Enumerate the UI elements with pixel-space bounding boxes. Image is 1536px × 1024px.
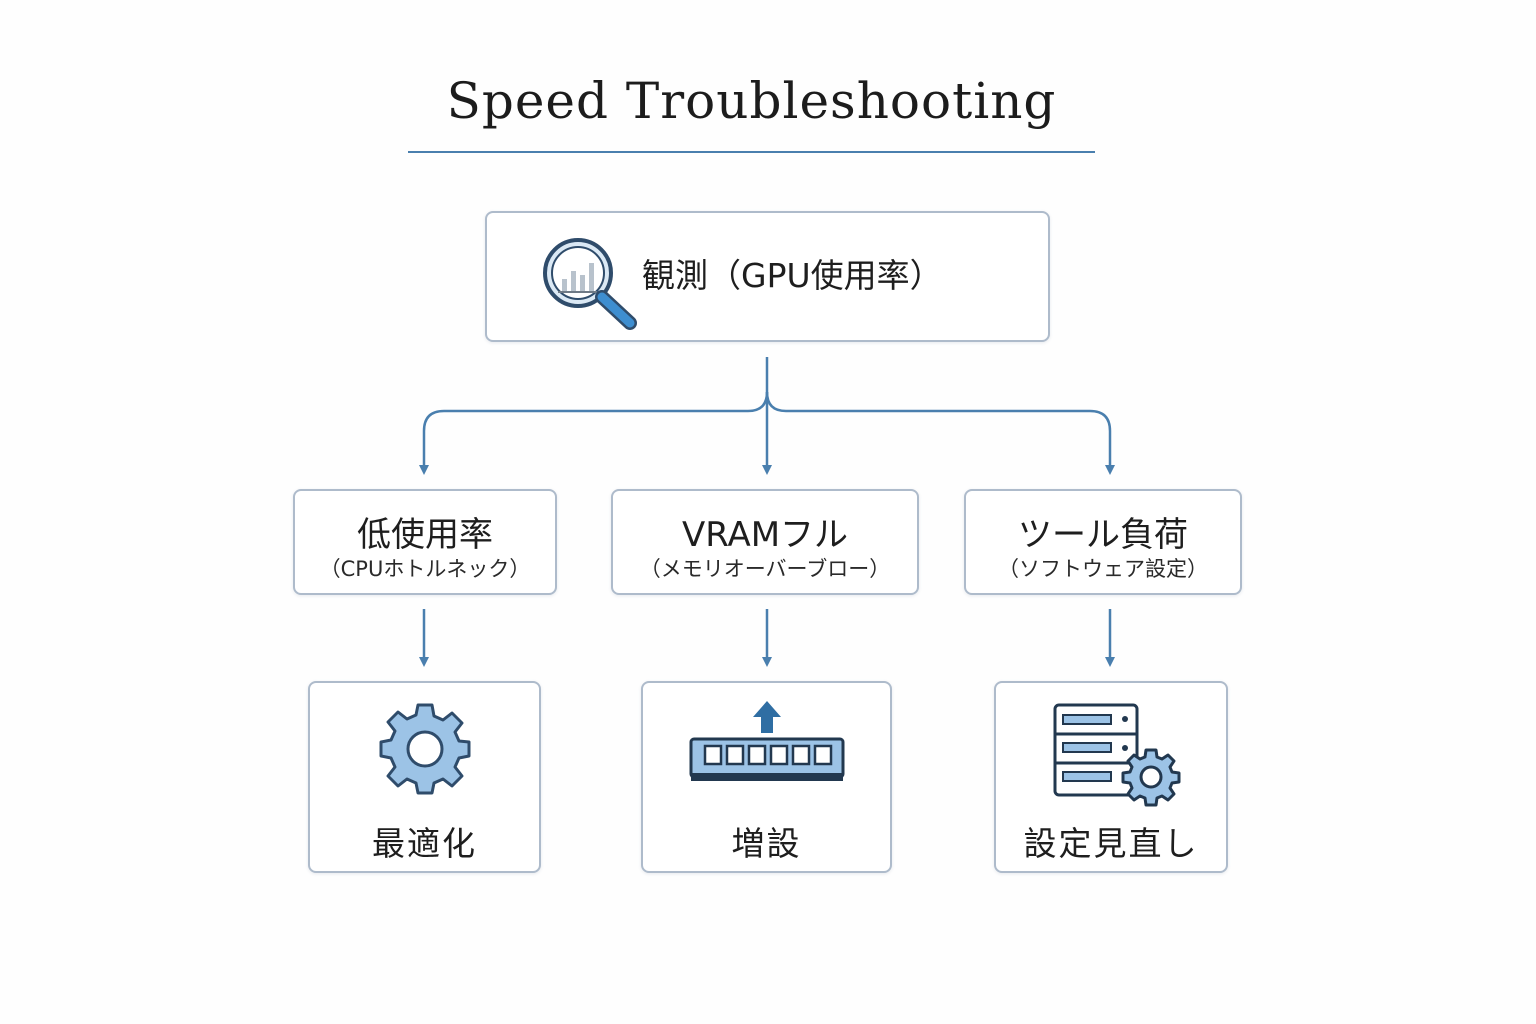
memory-module-upgrade-icon — [689, 701, 844, 781]
magnifier-chart-icon — [543, 238, 637, 330]
title-underline — [408, 151, 1095, 153]
branch-subtitle: （メモリオーバーブロー） — [639, 557, 891, 581]
action-optimize-box: 最適化 — [308, 681, 541, 873]
branch-low-usage-box: 低使用率 （CPUホトルネック） — [293, 489, 557, 595]
action-upgrade-box: 増設 — [641, 681, 892, 873]
branch-vram-full-box: VRAMフル （メモリオーバーブロー） — [611, 489, 919, 595]
diagram-title: Speed Troubleshooting — [446, 72, 1057, 130]
branch-title: 低使用率 — [357, 515, 493, 555]
arrow-root-to-right — [765, 391, 1115, 475]
server-settings-icon — [1053, 703, 1181, 807]
action-review-settings-box: 設定見直し — [994, 681, 1228, 873]
gear-icon — [379, 703, 470, 795]
branch-subtitle: （CPUホトルネック） — [319, 557, 531, 581]
branch-title: VRAMフル — [681, 515, 849, 555]
root-node-box: 観測（GPU使用率） — [485, 211, 1050, 342]
branch-subtitle: （ソフトウェア設定） — [998, 557, 1208, 581]
root-node-label: 観測（GPU使用率） — [642, 256, 943, 295]
action-label: 増設 — [731, 824, 802, 863]
action-label: 設定見直し — [1023, 824, 1199, 863]
branch-title: ツール負荷 — [1018, 515, 1188, 555]
action-label: 最適化 — [372, 824, 477, 863]
arrow-root-to-left — [419, 391, 769, 475]
branch-tool-load-box: ツール負荷 （ソフトウェア設定） — [964, 489, 1242, 595]
